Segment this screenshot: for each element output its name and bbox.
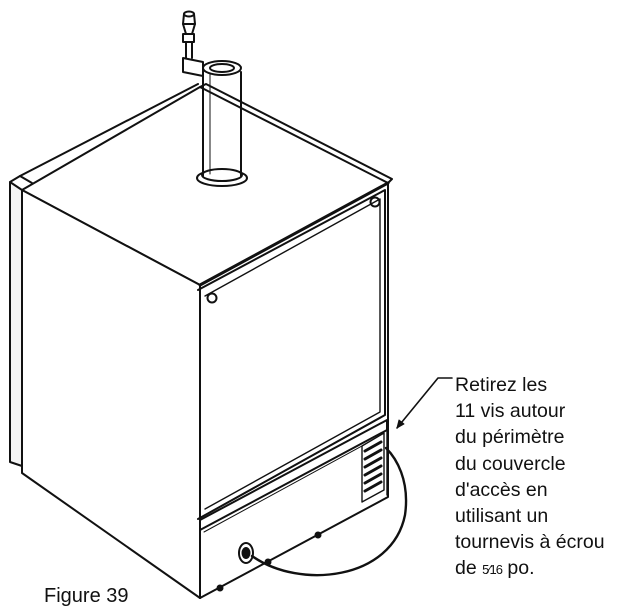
screw-icon	[216, 584, 224, 592]
callout-line-4: du couvercle	[455, 452, 566, 475]
callout-text: Retirez les 11 vis autour du périmètre d…	[455, 372, 642, 584]
callout-last-prefix: de	[455, 557, 483, 580]
callout-leader	[396, 377, 453, 429]
screw-icon	[314, 531, 322, 539]
callout-line-2: 11 vis autour	[455, 400, 566, 423]
access-cover	[199, 419, 388, 599]
callout-line-1: Retirez les	[455, 374, 548, 396]
faucet-icon	[182, 10, 204, 77]
screw-icon	[369, 196, 381, 208]
callout-last-suffix: po.	[501, 557, 535, 580]
drain-fitting-icon	[238, 542, 254, 564]
callout-line-6: utilisant un	[455, 505, 549, 528]
screw-icon	[206, 292, 218, 304]
callout-line-7: tournevis à écrou	[455, 531, 605, 554]
callout-line-3: du périmètre	[455, 426, 565, 449]
callout-line-8: de 5⁄16 po.	[455, 555, 642, 583]
drain-hose	[250, 446, 408, 577]
callout-line-5: d'accès en	[455, 478, 548, 501]
front-door-panel	[197, 181, 390, 520]
figure-caption: Figure 39	[44, 585, 129, 607]
callout-fraction: 5⁄16	[482, 562, 503, 578]
